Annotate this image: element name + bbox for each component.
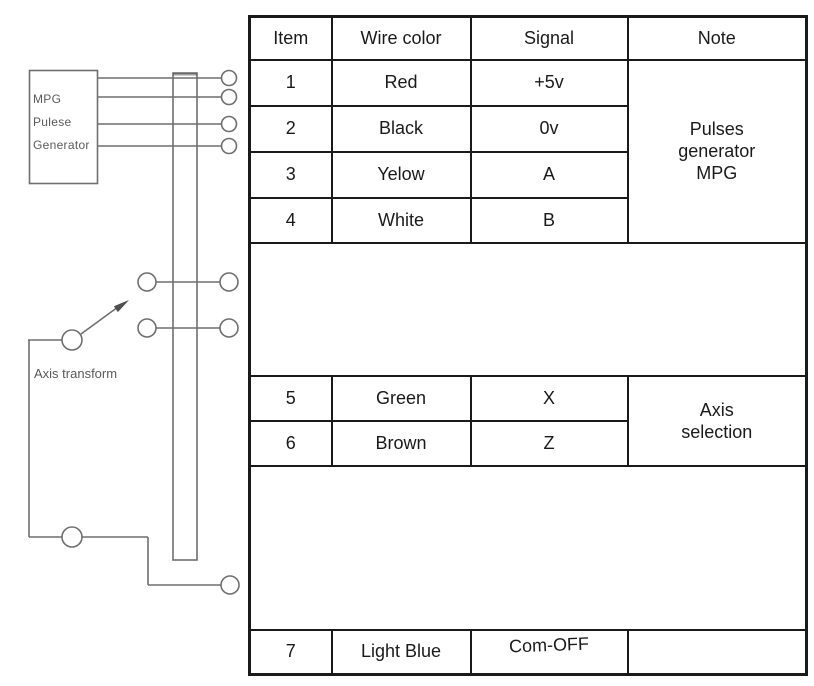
switch-arm-line — [80, 306, 119, 335]
spacer-cell — [249, 464, 807, 631]
header-wire-color: Wire color — [330, 15, 472, 61]
axis-transform-label: Axis transform — [34, 366, 118, 381]
switch-pole-circle — [61, 329, 83, 351]
cell-wire-color: Red — [330, 58, 472, 107]
terminal-circle-common — [220, 575, 240, 595]
cell-item: 4 — [248, 196, 333, 244]
table-row: 6 Brown Z — [248, 419, 807, 467]
common-circle-left — [61, 526, 83, 548]
cell-wire-color: Black — [330, 104, 472, 153]
table-row: 5 Green X Axis selection — [248, 374, 808, 467]
common-wire — [29, 536, 229, 586]
table-row: 2 Black 0v — [248, 104, 807, 153]
cell-wire-color: Yelow — [330, 150, 472, 199]
cell-wire-color: White — [330, 196, 472, 244]
device-label: MPG Pulese Generator — [33, 88, 90, 157]
cell-signal: +5v — [469, 58, 629, 107]
cell-item: 1 — [248, 58, 333, 107]
cell-wire-color: Light Blue — [330, 628, 472, 676]
cell-signal: Z — [469, 419, 629, 467]
table-row: 1 Red +5v Pulses generator MPG — [248, 58, 808, 244]
table-row: 3 Yelow A — [248, 150, 807, 199]
header-signal: Signal — [469, 15, 629, 61]
terminal-circle-x-right — [219, 272, 239, 292]
cell-wire-color: Brown — [330, 419, 472, 467]
contact-circle-x-left — [137, 272, 157, 292]
device-label-line-3: Generator — [33, 138, 90, 152]
axis-switch — [28, 300, 129, 537]
terminal-circle-4 — [220, 137, 238, 155]
cell-signal: 0v — [469, 104, 629, 153]
terminal-circles — [61, 69, 240, 595]
wire-table: Item Wire color Signal Note 1 Red +5v Pu… — [248, 15, 808, 676]
switch-arrow-icon — [113, 300, 129, 313]
cell-item: 5 — [248, 374, 333, 422]
device-label-line-2: Pulese — [33, 115, 72, 129]
table-row: 4 White B — [248, 196, 807, 244]
cell-signal: A — [469, 150, 629, 199]
cell-item: 6 — [248, 419, 333, 467]
terminal-circle-1 — [220, 69, 238, 87]
mpg-device-box — [28, 69, 99, 185]
table-row: 7 Light Blue Com-OFF — [248, 628, 808, 676]
terminal-circle-2 — [220, 88, 238, 106]
device-label-line-1: MPG — [33, 92, 62, 106]
cell-item: 2 — [248, 104, 333, 153]
header-item: Item — [248, 15, 333, 61]
terminal-circle-z-right — [219, 318, 239, 338]
spacer-row — [249, 241, 807, 377]
spacer-cell — [249, 241, 807, 377]
contact-circle-z-left — [137, 318, 157, 338]
cell-signal: X — [469, 374, 629, 422]
note-cell-pulses-generator: Pulses generator MPG — [626, 58, 808, 244]
header-note: Note — [626, 15, 808, 61]
note-cell-empty — [626, 628, 808, 676]
terminal-circle-3 — [220, 115, 238, 133]
cell-signal-text: Com-OFF — [508, 633, 590, 656]
axis-contact-wires — [147, 281, 229, 329]
cable-top-cap — [173, 73, 197, 76]
cell-signal: Com-OFF — [469, 628, 629, 676]
mpg-wires — [97, 77, 229, 147]
cell-wire-color: Green — [330, 374, 472, 422]
cell-item: 7 — [248, 628, 333, 676]
cell-item: 3 — [248, 150, 333, 199]
table-header-row: Item Wire color Signal Note — [248, 15, 808, 61]
note-cell-axis-selection: Axis selection — [626, 374, 808, 467]
cell-signal: B — [469, 196, 629, 244]
spacer-row — [249, 464, 807, 631]
